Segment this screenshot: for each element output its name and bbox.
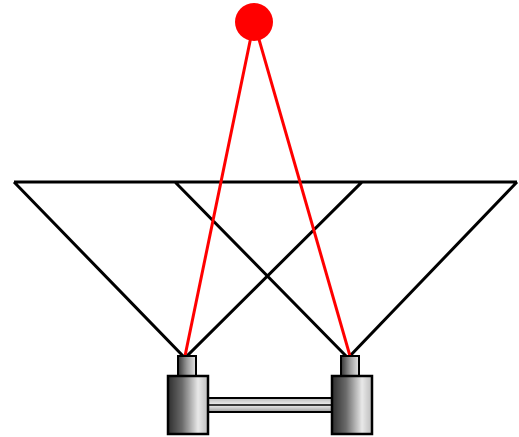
left-camera-body [166,374,210,436]
rail-icon [204,397,341,413]
left-camera-lens [177,355,197,377]
left-camera-field-of-view [12,180,364,361]
right-projection-ray [252,21,352,357]
camera-icon [166,355,210,436]
camera-icon [330,355,374,436]
right-camera-field-of-view [173,180,519,361]
right-camera-body [330,374,374,436]
red-dot-icon [235,3,273,41]
left-projection-ray [183,21,256,357]
right-camera-lens [340,355,360,377]
